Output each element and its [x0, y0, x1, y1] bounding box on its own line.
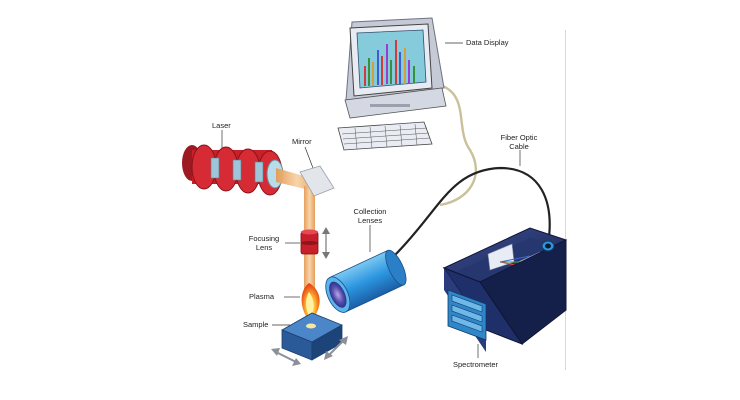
label-fiber-optic-line2: Cable: [509, 142, 529, 151]
data-display: [337, 17, 478, 207]
label-spectrometer: Spectrometer: [453, 360, 499, 369]
label-collection-line2: Lenses: [357, 216, 383, 225]
fiber-optic-cable: [394, 150, 551, 256]
laser: [182, 130, 284, 196]
divider-line: [565, 30, 566, 370]
screen-chart: [364, 40, 415, 86]
label-sample: Sample: [243, 320, 269, 329]
label-focusing-line1: Focusing: [248, 234, 280, 243]
label-focusing-line2: Lens: [255, 243, 273, 252]
label-plasma: Plasma: [249, 292, 275, 301]
plasma: [284, 283, 320, 322]
label-collection-line1: Collection: [353, 207, 387, 216]
mirror: [299, 146, 335, 197]
focusing-lens: [285, 227, 330, 259]
label-fiber-optic-line1: Fiber Optic: [500, 133, 538, 142]
sample: [271, 312, 348, 366]
label-laser: Laser: [212, 121, 231, 130]
label-mirror: Mirror: [292, 137, 312, 146]
spectrometer: [442, 227, 568, 358]
collection-lenses: [325, 225, 407, 313]
label-data-display: Data Display: [466, 38, 509, 47]
